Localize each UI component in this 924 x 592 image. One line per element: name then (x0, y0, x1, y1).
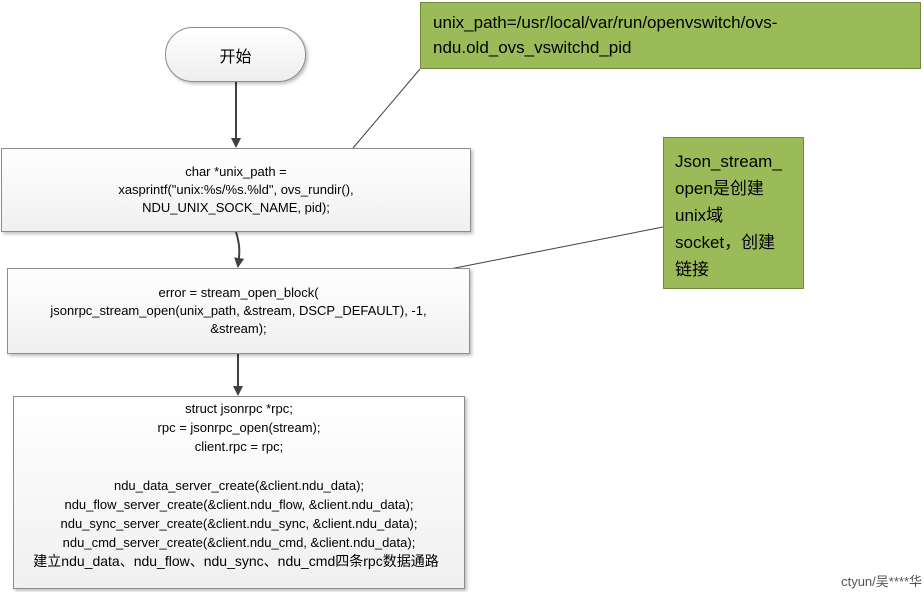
note-line: 链接 (675, 260, 709, 279)
note-line: ndu.old_ovs_vswitchd_pid (433, 38, 632, 57)
code-line: xasprintf("unix:%s/%s.%ld", ovs_rundir()… (118, 182, 354, 197)
note-line: open是创建 (675, 179, 764, 198)
code-line: NDU_UNIX_SOCK_NAME, pid); (142, 200, 330, 215)
code-line: client.rpc = rpc; (194, 439, 284, 455)
code-line: ndu_flow_server_create(&client.ndu_flow,… (64, 496, 414, 512)
start-label: 开始 (219, 48, 252, 66)
code-line: &stream); (210, 321, 267, 336)
code-box-jsonrpc-setup: struct jsonrpc *rpc; rpc = jsonrpc_open(… (13, 396, 465, 589)
callout-line-note1 (352, 68, 421, 149)
note-line: socket，创建 (675, 233, 776, 252)
note-stream-open: Json_stream_ open是创建 unix域 socket，创建 链接 (663, 137, 804, 289)
code-box-stream-open: error = stream_open_block( jsonrpc_strea… (7, 268, 470, 354)
note-line: Json_stream_ (675, 152, 782, 171)
code-line: rpc = jsonrpc_open(stream); (157, 420, 321, 436)
note-unix-path: unix_path=/usr/local/var/run/openvswitch… (420, 2, 921, 69)
code-line: jsonrpc_stream_open(unix_path, &stream, … (50, 303, 427, 318)
code-box-unix-path: char *unix_path = xasprintf("unix:%s/%s.… (1, 148, 471, 232)
start-node: 开始 (165, 27, 306, 82)
note-line: unix_path=/usr/local/var/run/openvswitch… (433, 13, 778, 32)
code-line: error = stream_open_block( (158, 285, 319, 300)
code-line: 建立ndu_data、ndu_flow、ndu_sync、ndu_cmd四条rp… (33, 553, 439, 570)
watermark: ctyun/吴****华 (841, 574, 922, 589)
code-line: ndu_sync_server_create(&client.ndu_sync,… (60, 516, 418, 532)
note-line: unix域 (675, 206, 724, 225)
arrow-box1-to-box2 (234, 231, 245, 268)
code-line: ndu_cmd_server_create(&client.ndu_cmd, &… (62, 535, 416, 551)
code-line: struct jsonrpc *rpc; (185, 401, 293, 416)
code-line: ndu_data_server_create(&client.ndu_data)… (113, 477, 365, 493)
code-line: char *unix_path = (185, 164, 287, 179)
callout-line-note2 (449, 226, 664, 270)
